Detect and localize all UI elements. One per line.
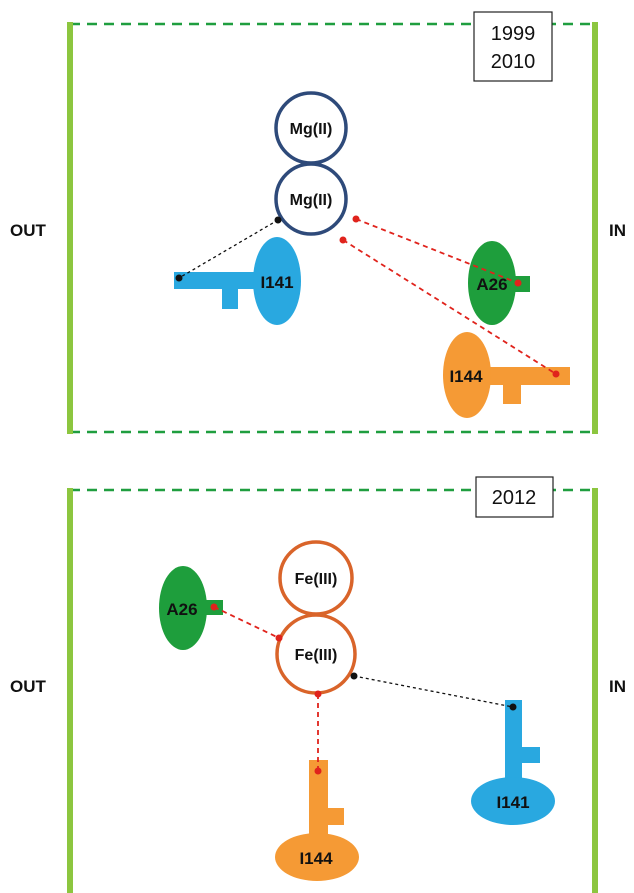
key-tooth (324, 808, 344, 825)
link-dot (175, 274, 183, 282)
key-bow (159, 566, 207, 650)
panel-top-ion-lower-label: Mg(II) (290, 192, 333, 209)
panel-top-year-box (473, 11, 553, 82)
key-bow (275, 833, 359, 881)
panel-bottom-out-label: OUT (10, 677, 47, 696)
panel-top-ion-upper-label: Mg(II) (290, 121, 333, 138)
panel-bottom-ion-upper-label: Fe(III) (295, 571, 338, 588)
panel-top-in-label: IN (609, 221, 626, 240)
panel-top-i141-label: I141 (260, 273, 293, 292)
key-bow (468, 241, 516, 325)
panel-top-i141-key: I141 (174, 237, 301, 325)
panel-bottom-year-box (475, 476, 554, 518)
link-dot (274, 216, 282, 224)
panel-top-i144-key: I144 (443, 332, 570, 418)
panel-top: 1999 2010 OUT IN I141 A26 I144 Mg(II) (10, 11, 626, 434)
link-dot (339, 236, 347, 244)
panel-bottom: 2012 OUT IN A26 I141 I144 Fe(III) Fe(III (10, 476, 626, 893)
panel-top-link-a26 (355, 218, 519, 284)
key-bow (253, 237, 301, 325)
key-tooth (518, 747, 540, 763)
panel-bottom-i141-label: I141 (496, 793, 529, 812)
panel-top-a26-label: A26 (476, 275, 507, 294)
panel-bottom-i141-key: I141 (471, 700, 555, 825)
key-tooth (222, 285, 238, 309)
panel-top-link-i144 (342, 239, 557, 375)
link-dot (314, 767, 322, 775)
link-dot (352, 215, 360, 223)
panel-bottom-ion-lower-label: Fe(III) (295, 647, 338, 664)
link-dot (275, 634, 283, 642)
panel-bottom-link-a26 (213, 606, 280, 639)
panel-top-year-1: 1999 (491, 23, 536, 45)
link-dot (210, 603, 218, 611)
panel-bottom-in-label: IN (609, 677, 626, 696)
panel-top-link-i141 (178, 219, 279, 279)
panel-top-out-label: OUT (10, 221, 47, 240)
panel-bottom-i144-label: I144 (299, 849, 333, 868)
panel-bottom-i144-key: I144 (275, 760, 359, 881)
key-bow (443, 332, 491, 418)
link-dot (314, 690, 322, 698)
key-shaft (174, 272, 266, 289)
link-dot (552, 370, 560, 378)
link-dot (350, 672, 358, 680)
link-dot (509, 703, 517, 711)
key-bow (471, 777, 555, 825)
panel-top-i144-label: I144 (449, 367, 483, 386)
panel-bottom-link-i141 (353, 675, 514, 708)
panel-top-a26-key: A26 (468, 241, 530, 325)
panel-bottom-year-1: 2012 (492, 487, 537, 509)
key-shaft (309, 760, 328, 842)
key-shaft (505, 700, 522, 785)
panel-top-year-2: 2010 (491, 51, 536, 73)
panel-bottom-a26-label: A26 (166, 600, 197, 619)
panel-top-ion-lower (274, 162, 348, 236)
link-dot (514, 279, 522, 287)
key-tooth (503, 380, 521, 404)
